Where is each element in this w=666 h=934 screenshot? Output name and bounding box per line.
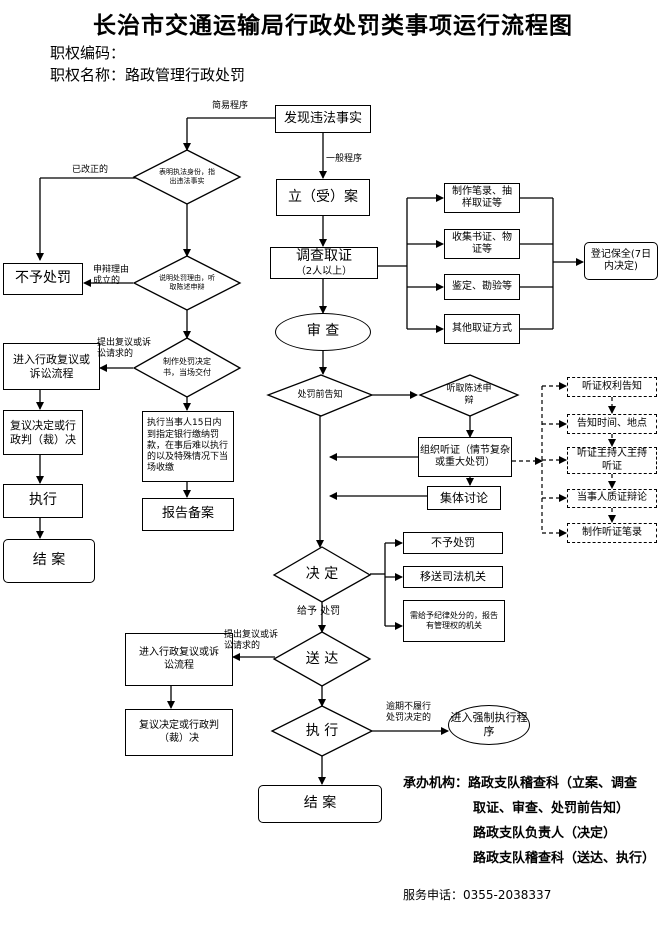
discover-violation-box: 发现违法事实 (275, 105, 371, 133)
disciplinary-box: 需给予纪律处分的，报告有管理权的机关 (403, 600, 505, 642)
forced-execution-ellipse: 进入强制执行程序 (448, 705, 530, 745)
admin-review-left-box: 进入行政复议或诉讼流程 (3, 343, 100, 390)
deliver-diamond (272, 631, 372, 687)
pay-fine-box: 执行当事人15日内到指定银行缴纳罚款，在事后难以执行的以及特殊情况下当场收缴 (142, 411, 234, 482)
report-filing-box: 报告备案 (142, 498, 234, 531)
no-penalty-right-box: 不予处罚 (403, 532, 503, 554)
appeal-label-1: 提出复议或诉讼请求的 (97, 338, 152, 359)
organize-hearing-box: 组织听证（情节复杂或重大处罚） (418, 437, 512, 477)
corrected-label: 已改正的 (72, 165, 109, 175)
page-title: 长治市交通运输局行政处罚类事项运行流程图 (93, 13, 573, 39)
investigate-box: 调查取证 （2人以上） (270, 247, 378, 279)
review-ellipse: 审 查 (275, 313, 371, 351)
overdue-label: 逾期不履行处罚决定的 (386, 702, 432, 723)
investigate-label: 调查取证 (296, 248, 352, 264)
no-penalty-left-box: 不予处罚 (3, 263, 83, 295)
hearing-host-box: 听证主持人主持听证 (567, 447, 657, 474)
file-case-box: 立（受）案 (276, 179, 370, 216)
review-decide-bottom-box: 复议决定或行政判（裁）决 (125, 709, 233, 756)
authority-name-value: 路政管理行政处罚 (125, 66, 246, 84)
decide-diamond (272, 546, 372, 603)
hearing-notice-box: 听证权利告知 (567, 377, 657, 397)
authority-name-label: 职权名称： (50, 66, 126, 84)
authority-code-label: 职权编码： (50, 44, 126, 62)
deliver-label: 送 达 (305, 650, 339, 667)
investigate-sub-label: （2人以上） (295, 265, 353, 277)
phone-number: 0355-2038337 (463, 888, 552, 902)
phone-line: 服务申话：0355-2038337 (403, 886, 551, 903)
execute-left-box: 执行 (3, 484, 83, 518)
preserve-box: 登记保全(7日内决定) (584, 242, 658, 280)
execute-label: 执 行 (305, 722, 339, 739)
dept-2: 路政支队负责人（决定） (473, 826, 617, 841)
close-case-left-box: 结 案 (3, 539, 95, 583)
hearing-debate-box: 当事人质证辩论 (567, 489, 657, 508)
explain-label: 说明处罚理由，听取陈述申辩 (159, 273, 215, 291)
transfer-judicial-box: 移送司法机关 (403, 566, 503, 588)
execute-diamond (270, 705, 374, 757)
close-case-box: 结 案 (258, 785, 382, 823)
collect-docs-box: 收集书证、物证等 (444, 229, 520, 259)
dept-3: 路政支队稽查科（送达、执行） (473, 851, 656, 866)
show-id-diamond (132, 149, 242, 205)
hearing-request-label: 听取陈述申 辩 (446, 383, 492, 406)
defense-ok-label: 申辩理由成立的 (93, 265, 130, 286)
dept-line-1: 承办机构：路政支队稽查科（立案、调查 (403, 772, 637, 791)
hearing-request-diamond (418, 374, 520, 417)
appraise-box: 鉴定、勘验等 (444, 274, 520, 300)
hearing-time-box: 告知时间、地点 (567, 414, 657, 434)
dept-1: 路政支队稽查科（立案、调查 (468, 776, 638, 791)
decide-label: 决 定 (305, 566, 339, 583)
notify-label: 处罚前告知 (297, 389, 343, 400)
give-penalty-label: 给予 处罚 (297, 606, 341, 617)
admin-review-bottom-box: 进入行政复议或诉讼流程 (125, 633, 233, 686)
review-decide-left-box: 复议决定或行政判（裁）决 (3, 410, 83, 455)
authority-name: 职权名称：路政管理行政处罚 (50, 64, 245, 85)
hearing-record-box: 制作听证笔录 (567, 523, 657, 543)
collective-discussion-box: 集体讨论 (427, 486, 501, 510)
make-decision-diamond (132, 337, 242, 398)
simple-procedure-label: 简易程序 (212, 101, 249, 111)
dept-1b: 取证、审查、处罚前告知） (473, 801, 630, 816)
dept-label: 承办机构： (403, 776, 469, 791)
appeal-label-2: 提出复议或诉讼请求的 (224, 630, 279, 651)
record-transcript-box: 制作笔录、抽样取证等 (444, 183, 520, 213)
authority-code: 职权编码： (50, 42, 125, 63)
general-procedure-label: 一般程序 (326, 154, 363, 164)
explain-diamond (132, 255, 242, 311)
phone-label: 服务申话： (403, 888, 464, 902)
other-evidence-box: 其他取证方式 (444, 314, 520, 344)
show-id-label: 表明执法身份，指出违法事实 (159, 167, 215, 185)
notify-diamond (266, 374, 374, 417)
make-decision-label: 制作处罚决定书，当场交付 (163, 357, 211, 377)
